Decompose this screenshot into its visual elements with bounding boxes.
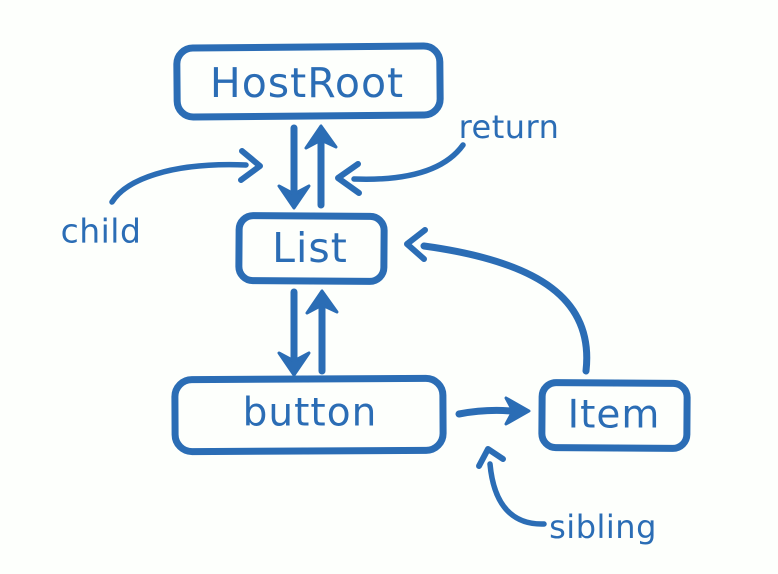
- edge-list-to-hostroot-arrow: [304, 124, 338, 209]
- arrow-head: [404, 227, 428, 262]
- list-node: List: [235, 212, 388, 285]
- arrow-head: [305, 289, 339, 315]
- list-box: [235, 212, 388, 285]
- arrow-shaft: [455, 406, 515, 418]
- arrow-shaft: [351, 142, 466, 182]
- arrow-head: [504, 396, 531, 426]
- arrow-head: [476, 446, 506, 469]
- button-node: button: [171, 374, 447, 456]
- return-label: return: [459, 108, 560, 146]
- item-node: Item: [538, 379, 691, 452]
- sibling-pointer-arrow: [476, 446, 547, 527]
- edge-button-to-list-arrow: [305, 289, 339, 375]
- item-box: [538, 379, 691, 452]
- item-label: Item: [568, 393, 661, 438]
- arrow-head: [238, 148, 263, 183]
- arrow-shaft: [487, 461, 547, 527]
- edge-list-to-button-arrow: [277, 288, 311, 377]
- arrow-shaft: [109, 161, 249, 205]
- child-label: child: [61, 212, 142, 251]
- hostroot-node: HostRoot: [173, 42, 444, 121]
- arrow-head: [277, 184, 311, 210]
- edge-item-to-list-arrow: [404, 227, 591, 375]
- list-label: List: [272, 224, 348, 272]
- arrow-head: [304, 124, 338, 150]
- child-pointer-arrow: [109, 148, 263, 205]
- hostroot-box: [173, 42, 444, 121]
- arrow-head: [335, 161, 362, 196]
- hostroot-label: HostRoot: [210, 59, 404, 107]
- button-box: [171, 374, 447, 456]
- edge-hostroot-to-list-arrow: [277, 124, 311, 210]
- edge-button-to-item-arrow: [455, 396, 531, 426]
- button-label: button: [243, 391, 378, 436]
- arrow-head: [277, 351, 311, 377]
- return-pointer-arrow: [335, 142, 466, 196]
- sibling-label: sibling: [549, 508, 657, 546]
- arrow-shaft: [420, 242, 591, 375]
